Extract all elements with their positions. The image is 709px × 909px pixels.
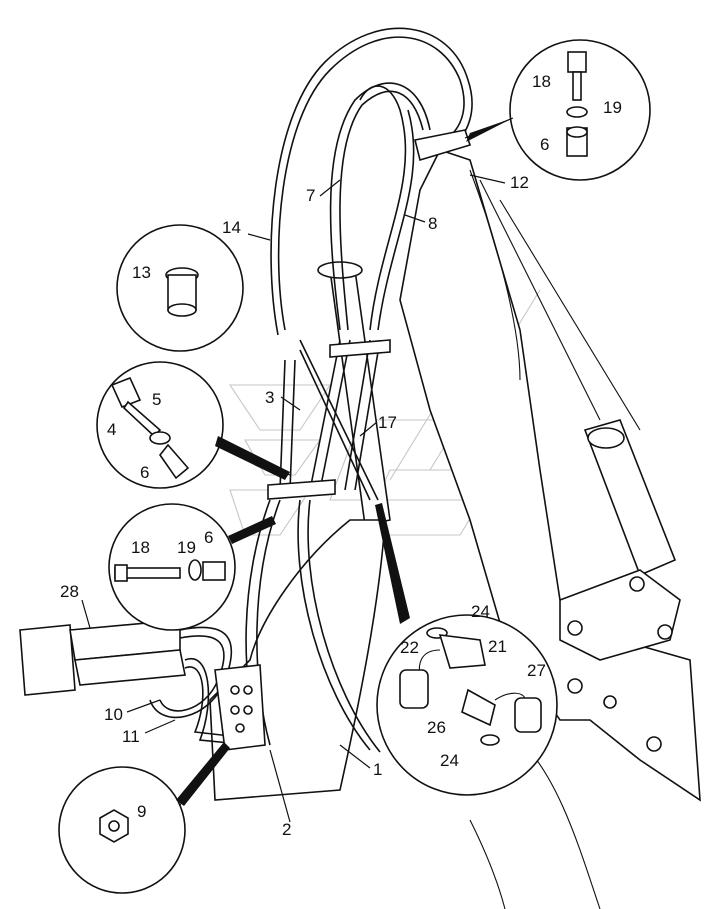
- callout-labels: 18 19 6 12 7 8 14 13 5 4 6 3 17 18 19 6 …: [60, 72, 622, 839]
- callout-label: 17: [378, 413, 397, 432]
- callout-label: 24: [471, 602, 490, 621]
- callout-label: 9: [137, 802, 146, 821]
- callout-label: 12: [510, 173, 529, 192]
- callout-label: 3: [265, 388, 274, 407]
- callout-label: 28: [60, 582, 79, 601]
- callout-label: 6: [140, 463, 149, 482]
- callout-label: 7: [306, 186, 315, 205]
- hose-bundle: [245, 27, 473, 753]
- callout-label: 27: [527, 661, 546, 680]
- callout-label: 6: [540, 135, 549, 154]
- callout-label: 24: [440, 751, 459, 770]
- callout-label: 4: [107, 420, 116, 439]
- callout-label: 8: [428, 214, 437, 233]
- callout-label: 18: [131, 538, 150, 557]
- callout-label: 10: [104, 705, 123, 724]
- callout-label: 14: [222, 218, 241, 237]
- detail-circle-9: [58, 742, 230, 894]
- callout-label: 19: [177, 538, 196, 557]
- callout-label: 5: [152, 390, 161, 409]
- callout-label: 6: [204, 528, 213, 547]
- callout-label: 1: [373, 760, 382, 779]
- callout-label: 21: [488, 637, 507, 656]
- callout-leaders: [81, 174, 506, 823]
- detail-circle-4-5-6: [96, 361, 291, 489]
- callout-label: 26: [427, 718, 446, 737]
- callout-label: 19: [603, 98, 622, 117]
- callout-label: 2: [282, 820, 291, 839]
- control-valve-block: [19, 619, 266, 751]
- callout-label: 11: [122, 727, 140, 746]
- detail-circle-quick-couplers: [375, 503, 558, 796]
- hose-14-lower: [299, 339, 379, 501]
- callout-label: 22: [400, 638, 419, 657]
- detail-circle-18-19-6: [108, 503, 276, 631]
- callout-label: 18: [532, 72, 551, 91]
- detail-circle-13: [116, 224, 244, 352]
- boom-structure: [399, 149, 701, 909]
- detail-circle-top-right: [464, 39, 651, 181]
- callout-label: 13: [132, 263, 151, 282]
